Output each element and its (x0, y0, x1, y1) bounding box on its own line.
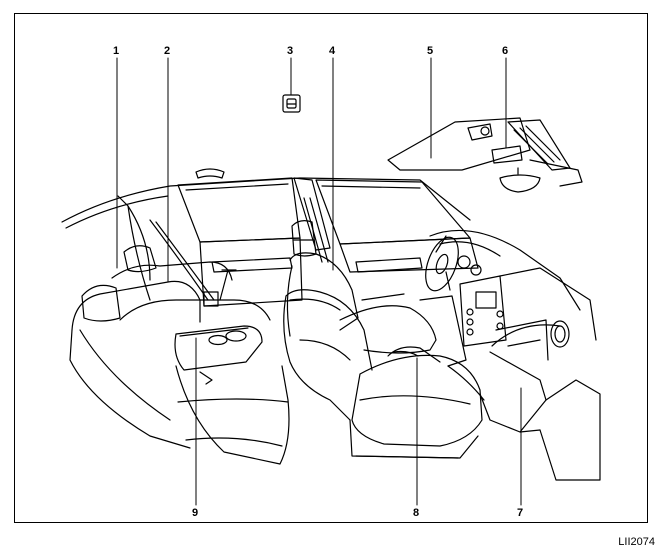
callout-2: 2 (164, 45, 171, 57)
seat-belts (149, 197, 329, 307)
callout-4: 4 (329, 45, 336, 57)
dashboard (425, 229, 601, 481)
callout-8: 8 (413, 507, 420, 519)
callout-1: 1 (113, 45, 120, 57)
cabin-outline (61, 168, 479, 307)
callout-9: 9 (192, 507, 199, 519)
callout-7: 7 (517, 507, 524, 519)
overhead-console (387, 117, 583, 193)
callout-3: 3 (287, 45, 294, 57)
figure-code: LII2074 (618, 536, 655, 548)
front-seats (283, 220, 485, 459)
rear-seat (69, 245, 290, 465)
figure-frame (14, 13, 648, 523)
callout-6: 6 (502, 45, 509, 57)
callout-5: 5 (427, 45, 434, 57)
map-light-icon (282, 94, 301, 113)
